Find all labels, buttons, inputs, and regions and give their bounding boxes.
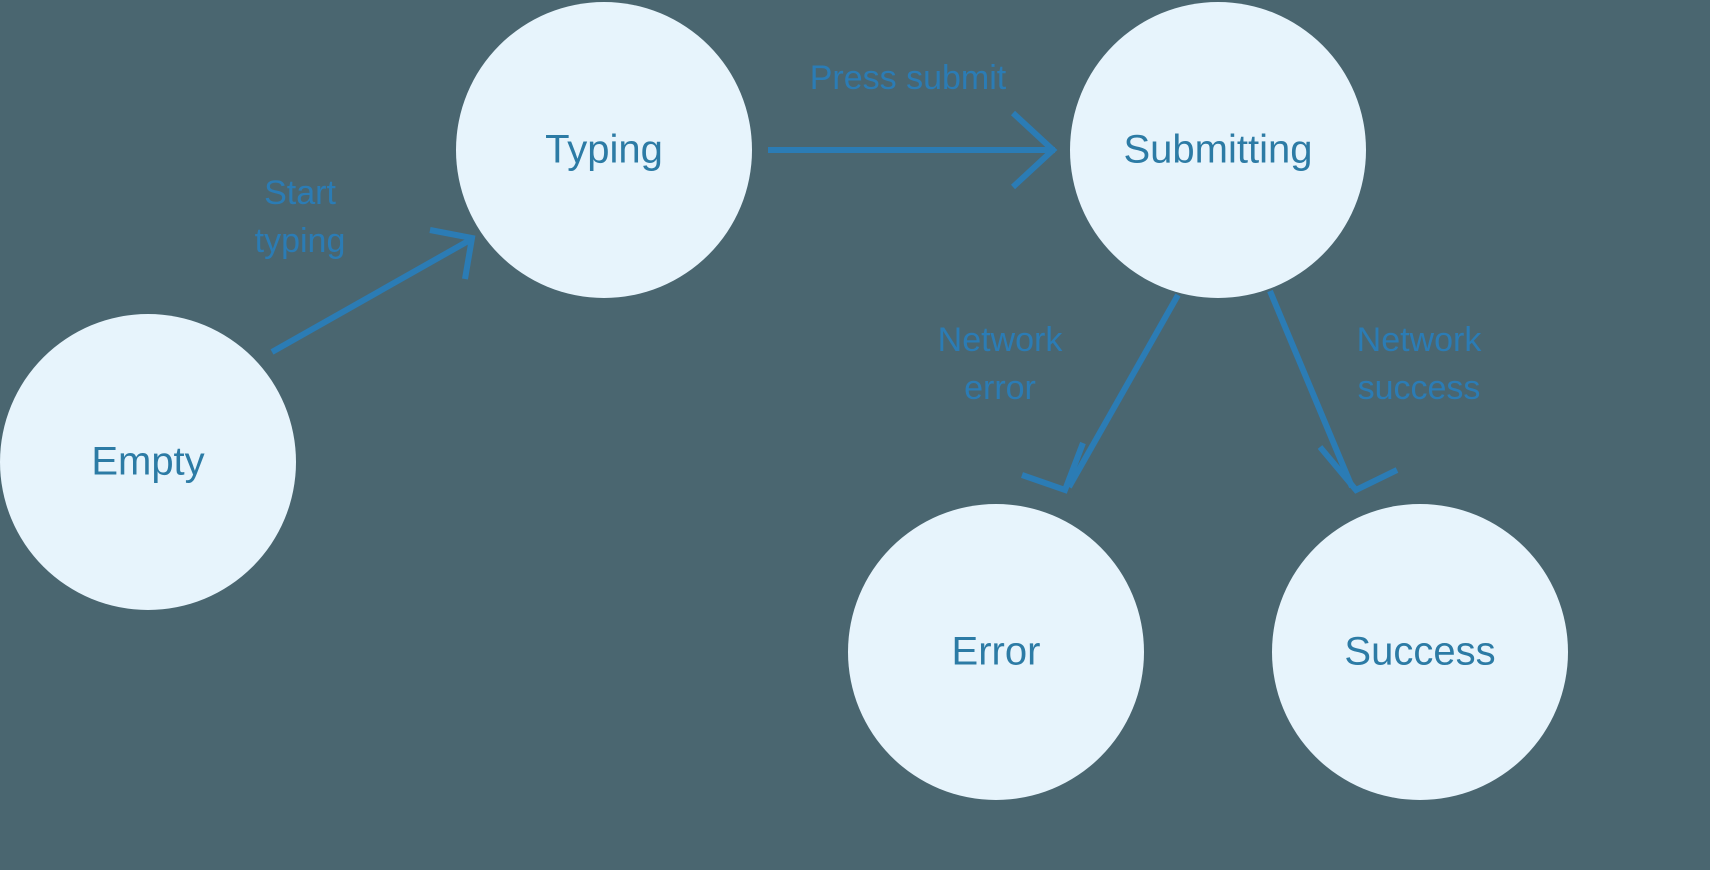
- edge-empty-to-typing: [270, 227, 476, 355]
- edge-label-line-2: typing: [255, 222, 346, 260]
- node-circle-error[interactable]: [848, 504, 1144, 800]
- node-label-empty: Empty: [91, 440, 204, 484]
- arrowhead-typing-to-submitting: [1010, 110, 1058, 190]
- arrowhead-submitting-to-success: [1317, 445, 1399, 494]
- edge-submitting-to-success: [1267, 289, 1399, 494]
- edge-label-submitting-to-error: Network error: [938, 321, 1064, 407]
- node-label-error: Error: [952, 630, 1041, 674]
- node-label-success: Success: [1344, 630, 1495, 674]
- edge-line-submitting-to-error: [1066, 293, 1181, 489]
- node-circle-typing[interactable]: [456, 2, 752, 298]
- arrowhead-empty-to-typing: [429, 227, 476, 280]
- edge-label-line-1: Network: [938, 321, 1064, 359]
- edge-line-submitting-to-success: [1267, 289, 1355, 489]
- node-circle-success[interactable]: [1272, 504, 1568, 800]
- node-circle-empty[interactable]: [0, 314, 296, 610]
- edge-typing-to-submitting: [768, 110, 1058, 190]
- node-submitting[interactable]: Submitting: [1070, 2, 1366, 298]
- edge-label-empty-to-typing: Start typing: [255, 174, 346, 260]
- edge-label-line-1: Network: [1357, 321, 1483, 359]
- edge-label-submitting-to-success: Network success: [1357, 321, 1483, 407]
- node-error[interactable]: Error: [848, 504, 1144, 800]
- node-empty[interactable]: Empty: [0, 314, 296, 610]
- edge-label-typing-to-submitting: Press submit: [810, 59, 1007, 97]
- node-typing[interactable]: Typing: [456, 2, 752, 298]
- edge-label-line-1: Start: [264, 174, 336, 212]
- arrowhead-submitting-to-error: [1021, 441, 1086, 494]
- node-circle-submitting[interactable]: [1070, 2, 1366, 298]
- edge-label-line-2: error: [964, 369, 1036, 407]
- node-label-submitting: Submitting: [1124, 128, 1313, 172]
- node-label-typing: Typing: [545, 128, 663, 172]
- edge-submitting-to-error: [1021, 293, 1181, 494]
- edge-label-line-1: Press submit: [810, 59, 1007, 97]
- node-success[interactable]: Success: [1272, 504, 1568, 800]
- edge-label-line-2: success: [1358, 369, 1481, 407]
- edge-line-empty-to-typing: [270, 237, 472, 355]
